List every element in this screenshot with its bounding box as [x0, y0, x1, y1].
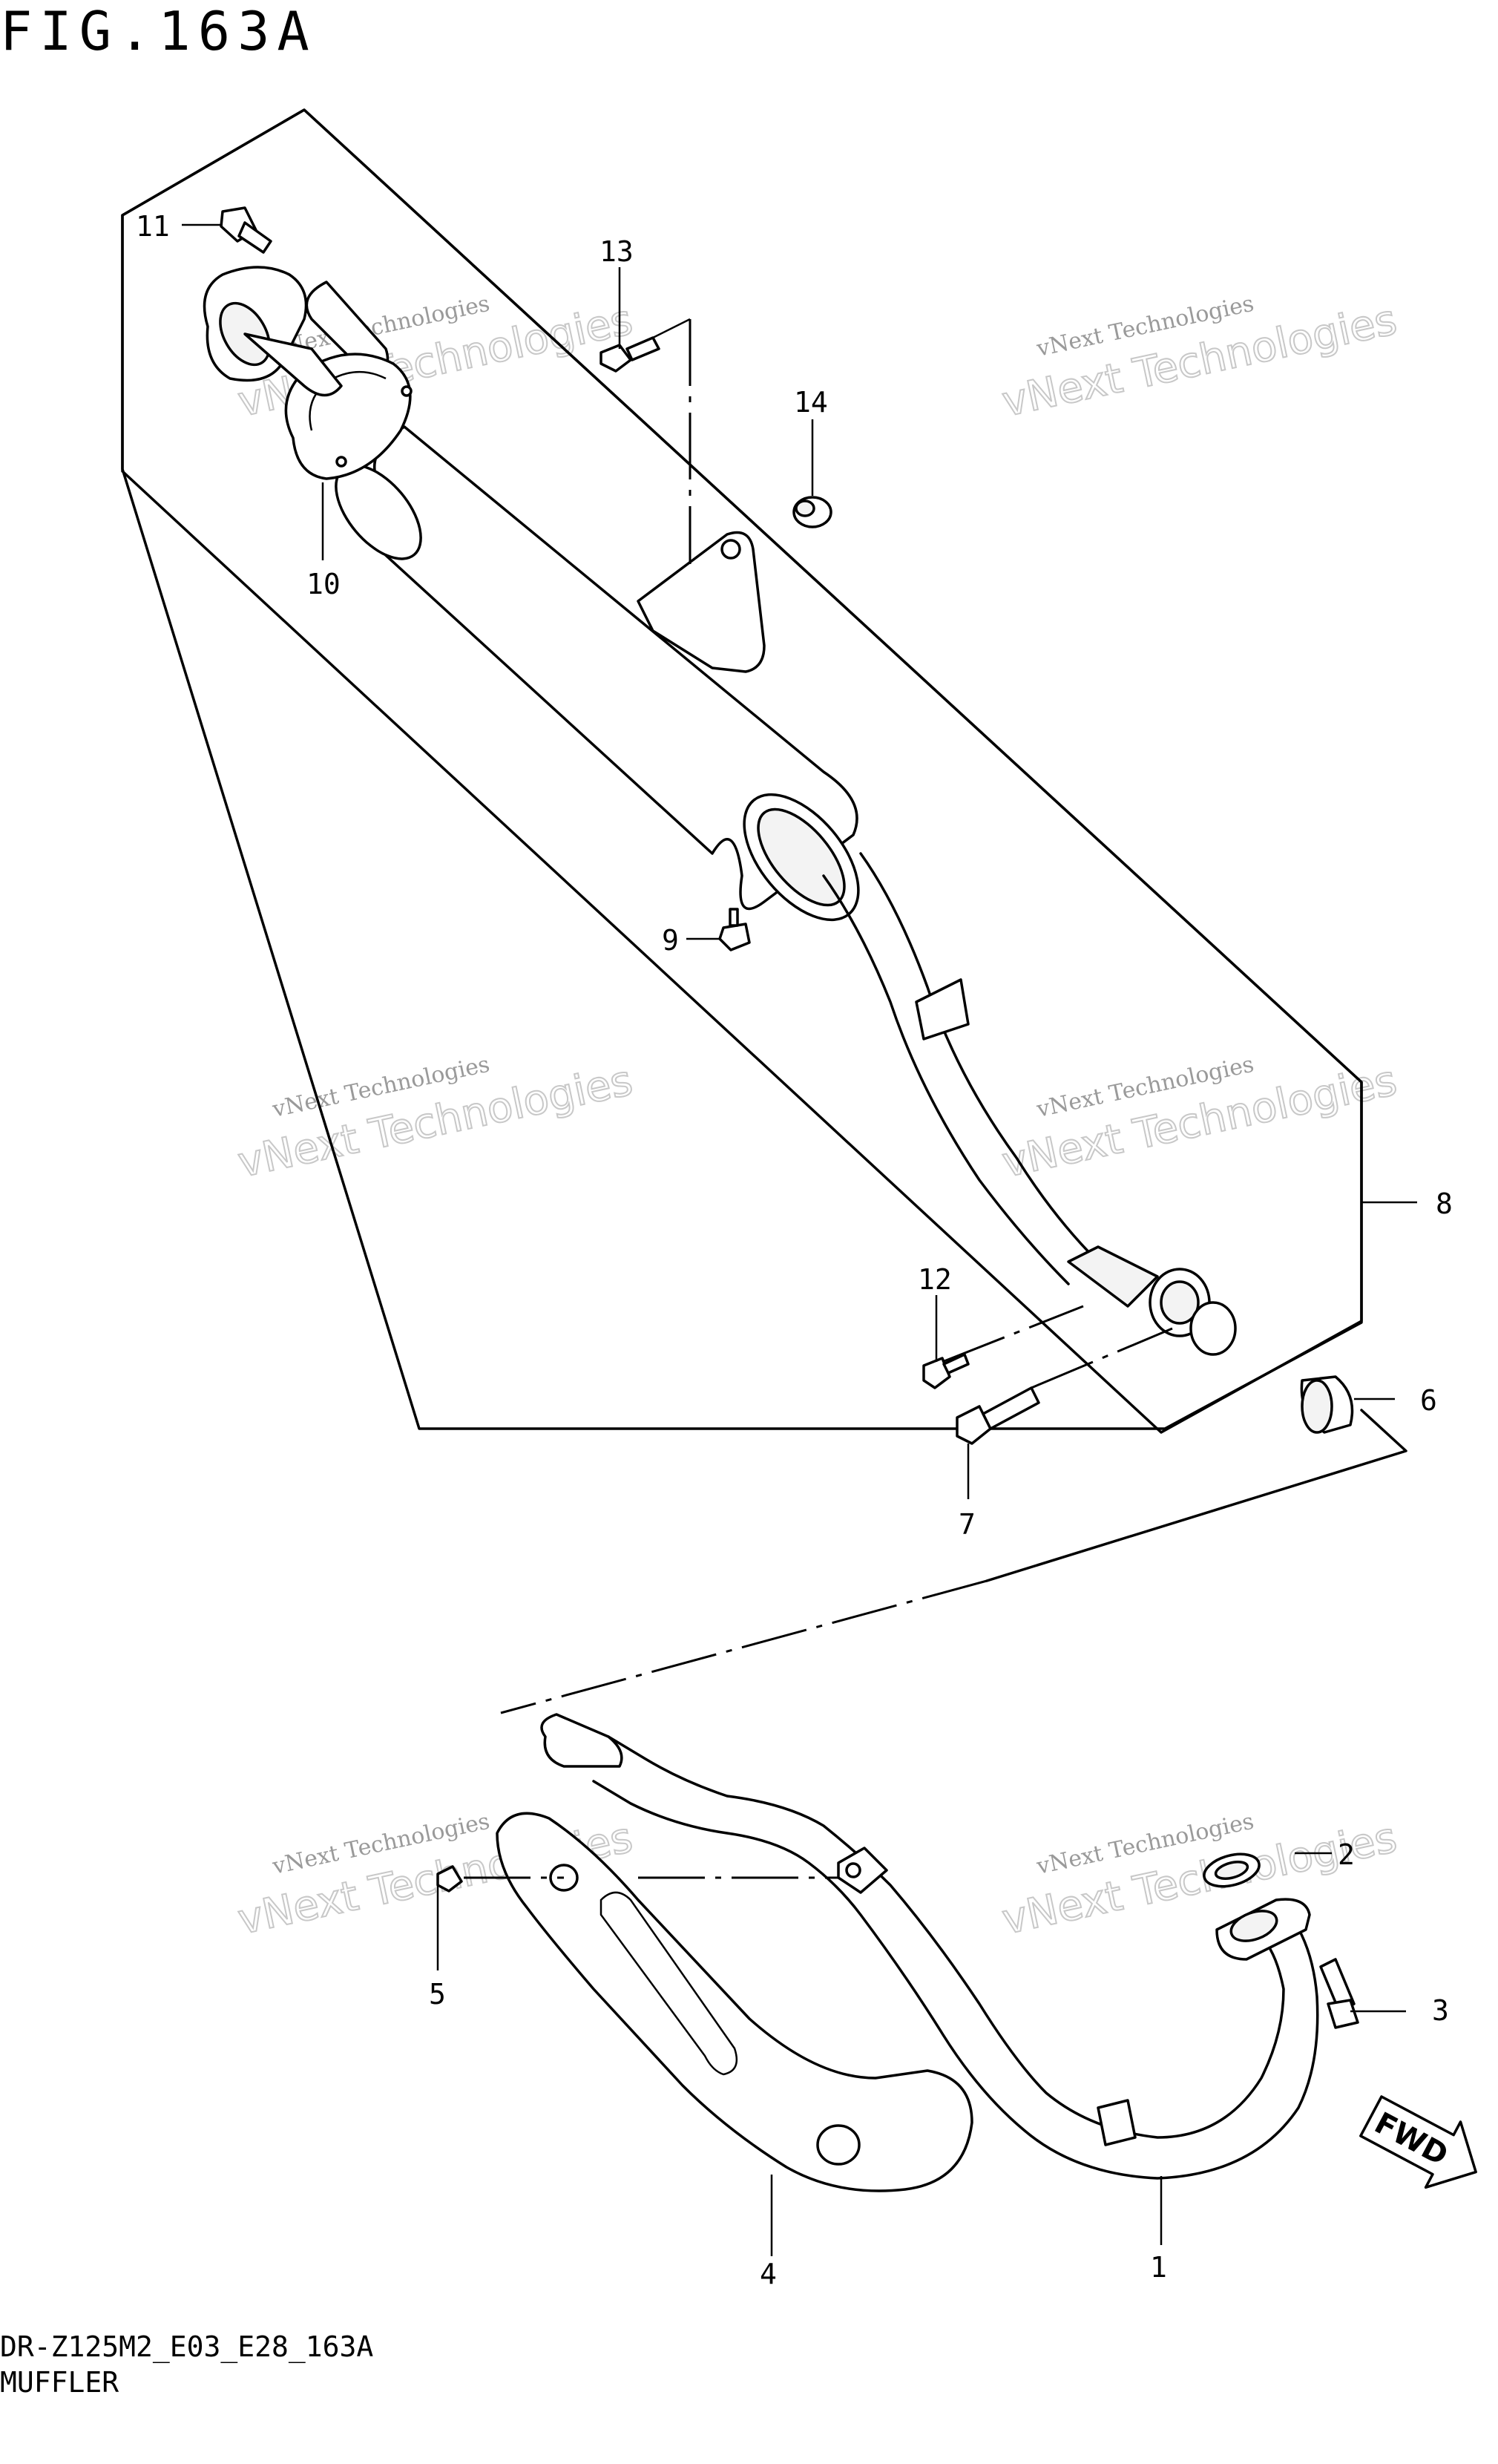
model-code: DR-Z125M2_E03_E28_163A	[0, 2330, 374, 2363]
callout-14: 14	[794, 386, 828, 419]
heat-guard-part-4	[496, 1812, 973, 2192]
screw-part-5	[436, 1865, 463, 1893]
gasket-part-6	[1300, 1375, 1354, 1434]
bolt-part-7	[956, 1386, 1040, 1445]
callout-6: 6	[1420, 1384, 1437, 1417]
callout-8: 8	[1436, 1187, 1453, 1220]
callout-13: 13	[599, 235, 634, 268]
alignment-line	[652, 318, 691, 339]
muffler-assembly-boundary	[121, 108, 1363, 1434]
assembly-link-line	[985, 1409, 1407, 1582]
nut-part-9	[718, 908, 751, 951]
gasket-part-2	[1203, 1852, 1261, 1888]
bolt-part-13	[599, 336, 660, 373]
leader-lines	[182, 223, 1417, 2256]
alignment-line	[942, 1305, 1084, 1363]
tail-pipe-flange	[203, 266, 343, 397]
callout-5: 5	[429, 1978, 446, 2011]
bolt-part-3	[1319, 1958, 1359, 2029]
callout-12: 12	[918, 1263, 952, 1296]
callout-10: 10	[306, 568, 341, 600]
forward-direction-arrow: FWD	[1359, 2095, 1477, 2189]
assembly-link-dash	[500, 1579, 988, 1714]
exhaust-pipe-part-1	[540, 1713, 1319, 2180]
callout-2: 2	[1338, 1838, 1355, 1871]
muffler-link-pipe	[822, 852, 1237, 1356]
callout-1: 1	[1150, 2251, 1167, 2284]
bolt-part-12	[922, 1353, 970, 1389]
callout-3: 3	[1432, 1994, 1449, 2027]
callout-9: 9	[662, 924, 679, 957]
alignment-line	[1031, 1327, 1173, 1389]
bolt-part-11	[220, 206, 272, 254]
callout-11: 11	[136, 210, 170, 243]
section-name: MUFFLER	[0, 2366, 119, 2399]
callout-4: 4	[760, 2258, 777, 2290]
callout-7: 7	[959, 1508, 976, 1541]
figure-title: FIG.163A	[0, 0, 317, 62]
collar-part-14	[792, 496, 832, 528]
